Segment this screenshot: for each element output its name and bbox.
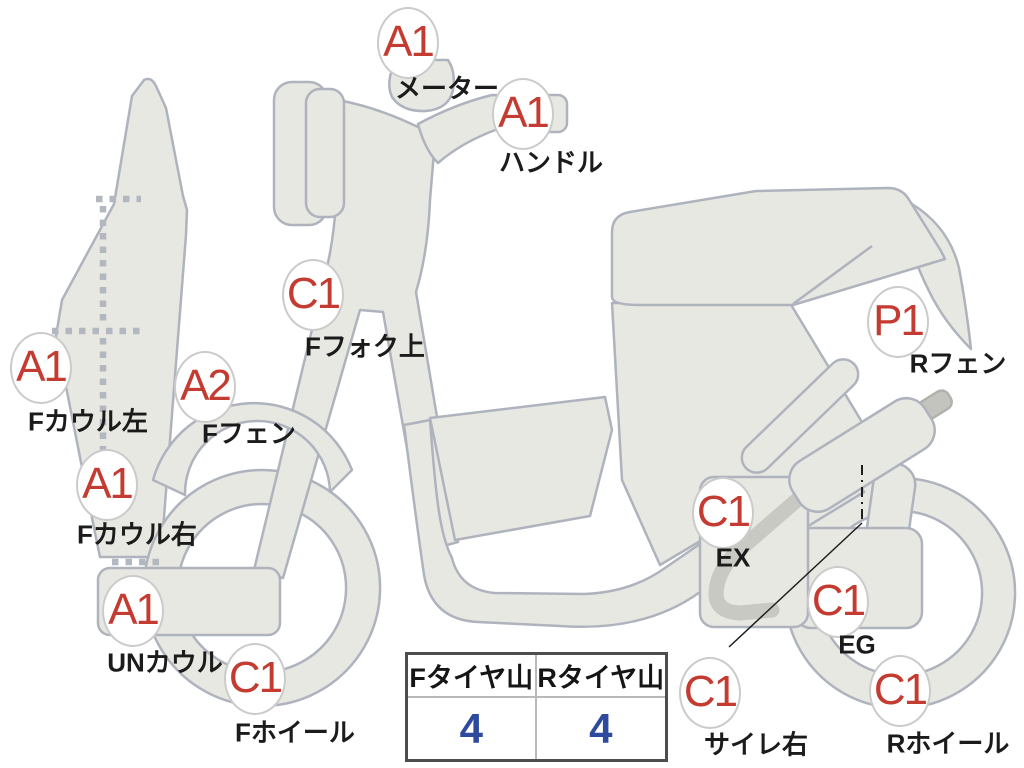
tire-tread-table: Fタイヤ山 Rタイヤ山 4 4 bbox=[405, 652, 668, 762]
condition-marker-balloon[interactable]: A1 bbox=[377, 7, 439, 79]
condition-marker-code: A1 bbox=[82, 459, 134, 508]
condition-marker-label: EG bbox=[838, 629, 876, 660]
condition-marker-label: Fフェン bbox=[202, 418, 296, 449]
condition-marker-label: Fカウル左 bbox=[28, 406, 148, 437]
condition-marker-code: C1 bbox=[873, 665, 928, 714]
condition-marker-code: P1 bbox=[873, 296, 925, 345]
condition-marker-label: Fホイール bbox=[235, 717, 355, 748]
condition-marker-code: A1 bbox=[383, 17, 435, 66]
condition-marker-code: C1 bbox=[228, 653, 283, 702]
condition-marker-balloon[interactable]: C1 bbox=[869, 655, 931, 727]
silencer-shape bbox=[788, 396, 936, 514]
condition-marker-label: Fカウル右 bbox=[77, 519, 197, 550]
condition-marker-label: Fフォク上 bbox=[305, 331, 425, 362]
condition-marker-label: EX bbox=[715, 542, 751, 573]
condition-marker-label: メーター bbox=[394, 73, 500, 104]
exhaust-pipe-shape bbox=[708, 479, 820, 621]
seat-shape bbox=[610, 186, 947, 307]
condition-marker-code: A2 bbox=[180, 361, 232, 410]
rear-tire-tread-header: Rタイヤ山 bbox=[536, 655, 665, 698]
step-wedge-shape bbox=[428, 395, 614, 542]
condition-marker-label: Rフェン bbox=[909, 348, 1007, 379]
condition-marker-balloon[interactable]: C1 bbox=[282, 259, 344, 331]
condition-marker-balloon[interactable]: C1 bbox=[807, 566, 869, 638]
condition-marker-label: Rホイール bbox=[886, 728, 1010, 759]
silencer-leader-line bbox=[728, 465, 863, 648]
carrier-band-shape bbox=[740, 358, 860, 474]
condition-marker-code: A1 bbox=[16, 342, 68, 391]
condition-marker-code: C1 bbox=[811, 576, 866, 625]
condition-marker-balloon[interactable]: A1 bbox=[102, 575, 164, 647]
head-cover-inner bbox=[304, 87, 346, 219]
rear-tire-tread-value: 4 bbox=[589, 704, 613, 752]
condition-marker-label: ハンドル bbox=[498, 147, 604, 178]
seat-crease-line bbox=[792, 244, 873, 306]
condition-marker-balloon[interactable]: C1 bbox=[679, 657, 741, 729]
condition-marker-code: A1 bbox=[108, 585, 160, 634]
front-tire-tread-value: 4 bbox=[408, 698, 537, 759]
condition-marker-balloon[interactable]: A1 bbox=[10, 332, 72, 404]
condition-marker-balloon[interactable]: P1 bbox=[867, 286, 929, 358]
condition-marker-code: C1 bbox=[696, 487, 751, 536]
condition-marker-label: サイレ右 bbox=[703, 729, 809, 760]
condition-marker-balloon[interactable]: C1 bbox=[224, 643, 286, 715]
condition-marker-balloon[interactable]: C1 bbox=[692, 477, 754, 549]
condition-marker-code: A1 bbox=[498, 88, 550, 137]
condition-marker-code: C1 bbox=[286, 269, 341, 318]
cowl-seam-dotted-lines bbox=[52, 195, 164, 566]
front-tire-tread-header: Fタイヤ山 bbox=[408, 655, 537, 698]
condition-marker-balloon[interactable]: A1 bbox=[492, 78, 554, 150]
condition-marker-code: C1 bbox=[683, 667, 738, 716]
condition-marker-balloon[interactable]: A2 bbox=[174, 351, 236, 423]
condition-marker-balloon[interactable]: A1 bbox=[76, 449, 138, 521]
condition-marker-label: UNカウル bbox=[107, 647, 223, 678]
